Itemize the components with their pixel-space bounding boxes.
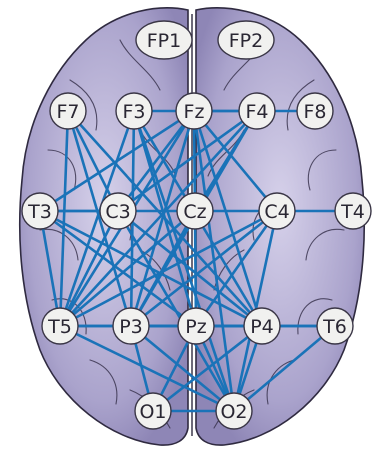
- electrode-label: T6: [322, 316, 347, 338]
- electrode-label: F8: [303, 101, 326, 123]
- electrode-label: T3: [27, 201, 52, 223]
- electrode-label: F4: [245, 101, 268, 123]
- electrode-p4: P4: [244, 308, 280, 344]
- electrode-label: FP1: [147, 30, 181, 52]
- electrode-label: O1: [139, 401, 166, 423]
- electrode-f7: F7: [50, 93, 86, 129]
- electrode-c3: C3: [100, 193, 136, 229]
- electrode-pz: Pz: [178, 308, 214, 344]
- electrode-p3: P3: [113, 308, 149, 344]
- electrode-label: Cz: [183, 201, 206, 223]
- electrode-label: F3: [122, 101, 145, 123]
- electrode-label: O2: [220, 401, 247, 423]
- electrode-label: P4: [250, 316, 274, 338]
- electrode-o1: O1: [135, 393, 171, 429]
- electrode-t5: T5: [42, 308, 78, 344]
- electrode-f4: F4: [239, 93, 275, 129]
- electrode-label: C3: [105, 201, 130, 223]
- electrode-cz: Cz: [177, 193, 213, 229]
- electrode-label: C4: [264, 201, 289, 223]
- electrode-t6: T6: [317, 308, 353, 344]
- electrode-o2: O2: [216, 393, 252, 429]
- electrode-f8: F8: [297, 93, 333, 129]
- electrode-label: Pz: [185, 316, 206, 338]
- electrode-label: Fz: [184, 101, 205, 123]
- electrode-fp2: FP2: [218, 21, 274, 59]
- electrode-label: F7: [56, 101, 79, 123]
- electrode-fz: Fz: [176, 93, 212, 129]
- electrode-c4: C4: [259, 193, 295, 229]
- electrode-label: FP2: [229, 30, 263, 52]
- electrode-f3: F3: [116, 93, 152, 129]
- electrode-t3: T3: [22, 193, 58, 229]
- electrode-fp1: FP1: [136, 21, 192, 59]
- electrode-label: P3: [119, 316, 143, 338]
- electrode-label: T4: [340, 201, 365, 223]
- electrode-t4: T4: [335, 193, 371, 229]
- electrode-label: T5: [47, 316, 72, 338]
